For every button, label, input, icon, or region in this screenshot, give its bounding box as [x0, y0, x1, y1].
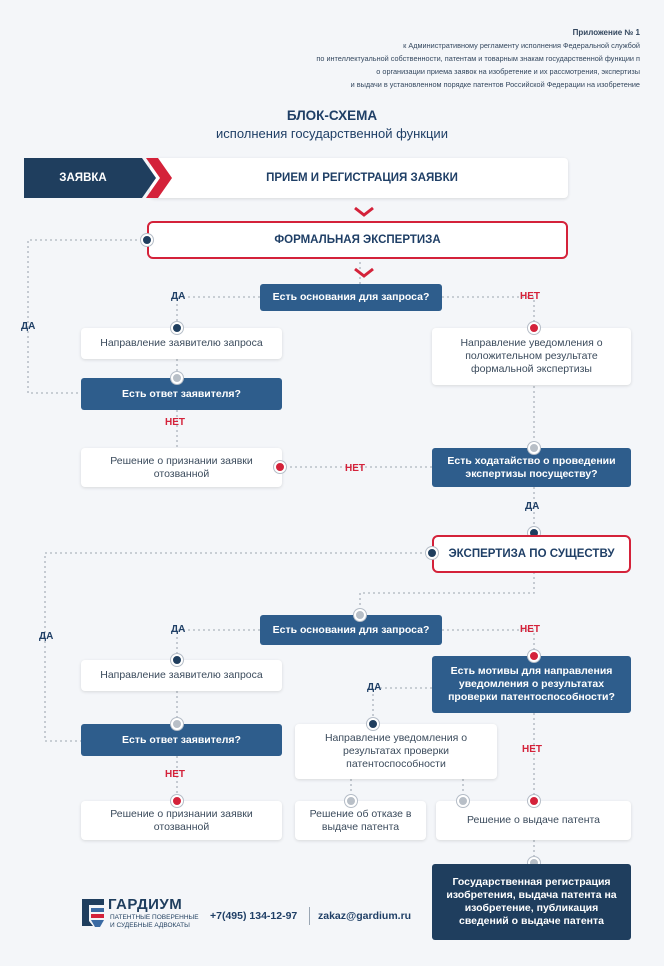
connector-dot — [141, 234, 153, 246]
stage1-petition-yes-label: ДА — [525, 501, 540, 512]
page-subtitle: исполнения государственной функции — [216, 126, 448, 141]
logo-name: ГАРДИУМ — [108, 896, 183, 913]
connector-dot — [345, 795, 357, 807]
connector-dot — [171, 372, 183, 384]
connector-dot — [528, 322, 540, 334]
banner-label-text: ПРИЕМ И РЕГИСТРАЦИЯ ЗАЯВКИ — [266, 171, 458, 184]
footer-email[interactable]: zakaz@gardium.ru — [318, 910, 412, 922]
stage1-petition-question: Есть ходатайство о проведении экспертизы… — [432, 448, 631, 487]
stage1-answer-no-label: НЕТ — [165, 417, 185, 428]
appendix-block: Приложение № 1 к Административному регла… — [316, 26, 640, 91]
connector-dot — [528, 442, 540, 454]
stage1-question: Есть основания для запроса? — [260, 284, 442, 311]
page-title: БЛОК-СХЕМА — [286, 108, 378, 123]
connector-dot — [274, 461, 286, 473]
stage2-no-label: НЕТ — [520, 624, 540, 635]
logo-sub-line: И СУДЕБНЫЕ АДВОКАТЫ — [110, 922, 190, 929]
stage1-no-label: НЕТ — [520, 291, 540, 302]
stage2-left-yes-label: ДА — [39, 631, 54, 642]
footer-phone[interactable]: +7(495) 134-12-97 — [210, 910, 298, 922]
logo-shield-icon — [82, 899, 104, 927]
connector-dot — [171, 795, 183, 807]
stage2-title: ЭКСПЕРТИЗА ПО СУЩЕСТВУ — [432, 535, 631, 573]
stage2-request: Направление заявителю запроса — [81, 660, 282, 691]
stage2-motives-no-label: НЕТ — [522, 744, 542, 755]
connector-dot — [367, 718, 379, 730]
stage1-left-yes-label: ДА — [21, 321, 36, 332]
banner-tag-shape — [24, 158, 172, 198]
stage1-request: Направление заявителю запроса — [81, 328, 282, 359]
stage1-petition-no-label: НЕТ — [345, 463, 365, 474]
stage2-motives-question: Есть мотивы для направления уведомления … — [432, 656, 631, 713]
logo-subtitle: ПАТЕНТНЫЕ ПОВЕРЕННЫЕ И СУДЕБНЫЕ АДВОКАТЫ — [110, 914, 199, 930]
connector-dot — [457, 795, 469, 807]
stage1-withdrawn: Решение о признании заявки отозванной — [81, 448, 282, 487]
stage2-yes-label: ДА — [171, 624, 186, 635]
stage1-yes-label: ДА — [171, 291, 186, 302]
stage2-grant: Решение о выдаче патента — [436, 801, 631, 840]
connector-dot — [528, 795, 540, 807]
stage2-withdrawn: Решение о признании заявки отозванной — [81, 801, 282, 840]
appendix-title: Приложение № 1 — [572, 28, 640, 37]
connector-dot — [354, 609, 366, 621]
appendix-line: по интеллектуальной собственности, патен… — [316, 54, 640, 63]
stage2-answer-question: Есть ответ заявителя? — [81, 724, 282, 756]
connector-dot — [426, 547, 438, 559]
appendix-line: и выдачи в установленном порядке патенто… — [350, 80, 640, 89]
stage2-notice: Направление уведомления о результатах пр… — [295, 724, 497, 779]
stage1-notice: Направление уведомления о положительном … — [432, 328, 631, 385]
stage2-motives-yes-label: ДА — [367, 682, 382, 693]
stage2-registration: Государственная регистрация изобретения,… — [432, 864, 631, 940]
connector-dot — [171, 654, 183, 666]
stage2-question: Есть основания для запроса? — [260, 615, 442, 645]
appendix-line: о организации приема заявок на изобретен… — [376, 67, 640, 76]
stage2-refusal: Решение об отказе в выдаче патента — [295, 801, 426, 840]
connector-dot — [171, 322, 183, 334]
stage1-title: ФОРМАЛЬНАЯ ЭКСПЕРТИЗА — [147, 221, 568, 259]
banner-label: ПРИЕМ И РЕГИСТРАЦИЯ ЗАЯВКИ — [150, 158, 568, 198]
stage2-answer-no-label: НЕТ — [165, 769, 185, 780]
stage1-answer-question: Есть ответ заявителя? — [81, 378, 282, 410]
banner-tag: ЗАЯВКА — [59, 172, 107, 184]
appendix-line: к Административному регламенту исполнени… — [403, 41, 640, 50]
logo-sub-line: ПАТЕНТНЫЕ ПОВЕРЕННЫЕ — [110, 914, 199, 921]
connector-dot — [528, 650, 540, 662]
connector-dot — [171, 718, 183, 730]
footer-divider — [309, 907, 310, 925]
